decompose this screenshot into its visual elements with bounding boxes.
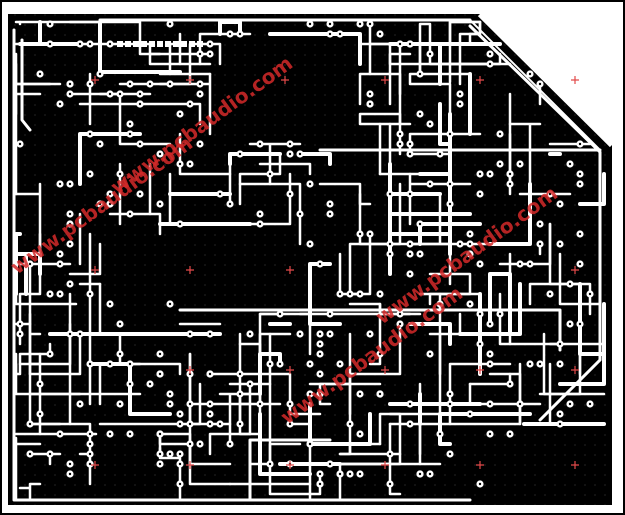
- component-pads: [16, 20, 594, 488]
- alignment-marks: [91, 76, 579, 469]
